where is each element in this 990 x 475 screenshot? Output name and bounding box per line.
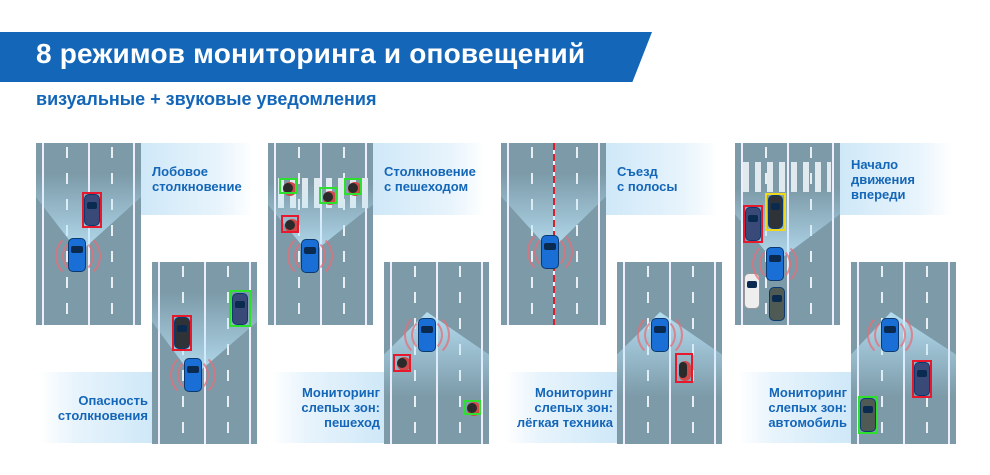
pedestrian-icon <box>323 192 333 202</box>
mode-column-4: Начало движения впереди Мониторинг слепы… <box>735 143 968 444</box>
ego-car-icon <box>766 247 784 281</box>
car-icon <box>768 195 783 229</box>
road-blind-spot-light-vehicle <box>617 262 722 444</box>
alert-box <box>172 315 192 351</box>
ego-car-icon <box>68 238 86 272</box>
car-icon <box>769 287 785 321</box>
car-icon <box>744 273 760 309</box>
mode-label: Мониторинг слепых зон: пешеход <box>272 372 384 443</box>
motorcycle-icon <box>679 362 687 378</box>
pedestrian-icon <box>467 403 477 413</box>
alert-box <box>743 205 763 243</box>
ego-car-icon <box>881 318 899 352</box>
mode-label: Столкновение с пешеходом <box>373 143 485 215</box>
ego-car-icon <box>301 239 319 273</box>
road-collision-risk <box>152 262 257 444</box>
safe-box <box>279 178 297 194</box>
title-banner <box>0 32 652 82</box>
alert-wave-icon <box>55 233 101 279</box>
mode-label: Съезд с полосы <box>606 143 718 215</box>
car-icon <box>174 317 190 349</box>
mode-label: Мониторинг слепых зон: лёгкая техника <box>505 372 617 443</box>
pedestrian-icon <box>285 220 295 230</box>
alert-wave-icon <box>752 241 798 287</box>
alert-wave-icon <box>170 352 216 398</box>
road-start-ahead <box>735 143 840 325</box>
crosswalk <box>743 162 831 192</box>
safe-box <box>858 396 878 434</box>
ego-car-icon <box>651 318 669 352</box>
ego-car-icon <box>184 358 202 392</box>
ego-car-icon <box>541 235 559 269</box>
car-icon <box>84 194 100 226</box>
pedestrian-icon <box>397 358 407 368</box>
alert-box <box>912 360 932 398</box>
mode-label: Мониторинг слепых зон: автомобиль <box>739 372 851 443</box>
alert-wave-icon <box>867 312 913 358</box>
alert-wave-icon <box>637 312 683 358</box>
mode-column-3: Съезд с полосы Мониторинг слепых зон: лё… <box>501 143 734 444</box>
alert-wave-icon <box>527 229 573 275</box>
safe-box <box>229 290 251 327</box>
mode-column-1: Лобовое столкновение Опасность столкнове… <box>36 143 269 444</box>
car-icon <box>914 362 930 396</box>
pedestrian-icon <box>348 183 358 193</box>
road-blind-spot-car <box>851 262 956 444</box>
safe-box <box>463 400 481 415</box>
car-icon <box>860 398 876 432</box>
mode-label: Лобовое столкновение <box>141 143 253 215</box>
alert-box <box>675 353 693 383</box>
alert-box <box>393 354 411 372</box>
road-blind-spot-pedestrian <box>384 262 489 444</box>
road-lane-departure <box>501 143 606 325</box>
alert-wave-icon <box>287 233 333 279</box>
alert-wave-icon <box>404 312 450 358</box>
safe-box <box>319 187 337 204</box>
road-pedestrian-collision <box>268 143 373 325</box>
car-icon <box>232 293 248 325</box>
mode-label: Опасность столкновения <box>40 372 152 443</box>
alert-box <box>281 215 299 233</box>
safe-box <box>344 178 362 195</box>
pedestrian-icon <box>283 183 293 193</box>
road-forward-collision <box>36 143 141 325</box>
page-title: 8 режимов мониторинга и оповещений <box>36 38 586 69</box>
page-subtitle: визуальные + звуковые уведомления <box>36 89 377 109</box>
mode-column-2: Столкновение с пешеходом Мониторинг слеп… <box>268 143 501 444</box>
mode-label: Начало движения впереди <box>840 143 952 215</box>
car-icon <box>745 207 761 241</box>
ego-car-icon <box>418 318 436 352</box>
caution-box <box>765 193 786 231</box>
alert-box <box>82 192 102 228</box>
